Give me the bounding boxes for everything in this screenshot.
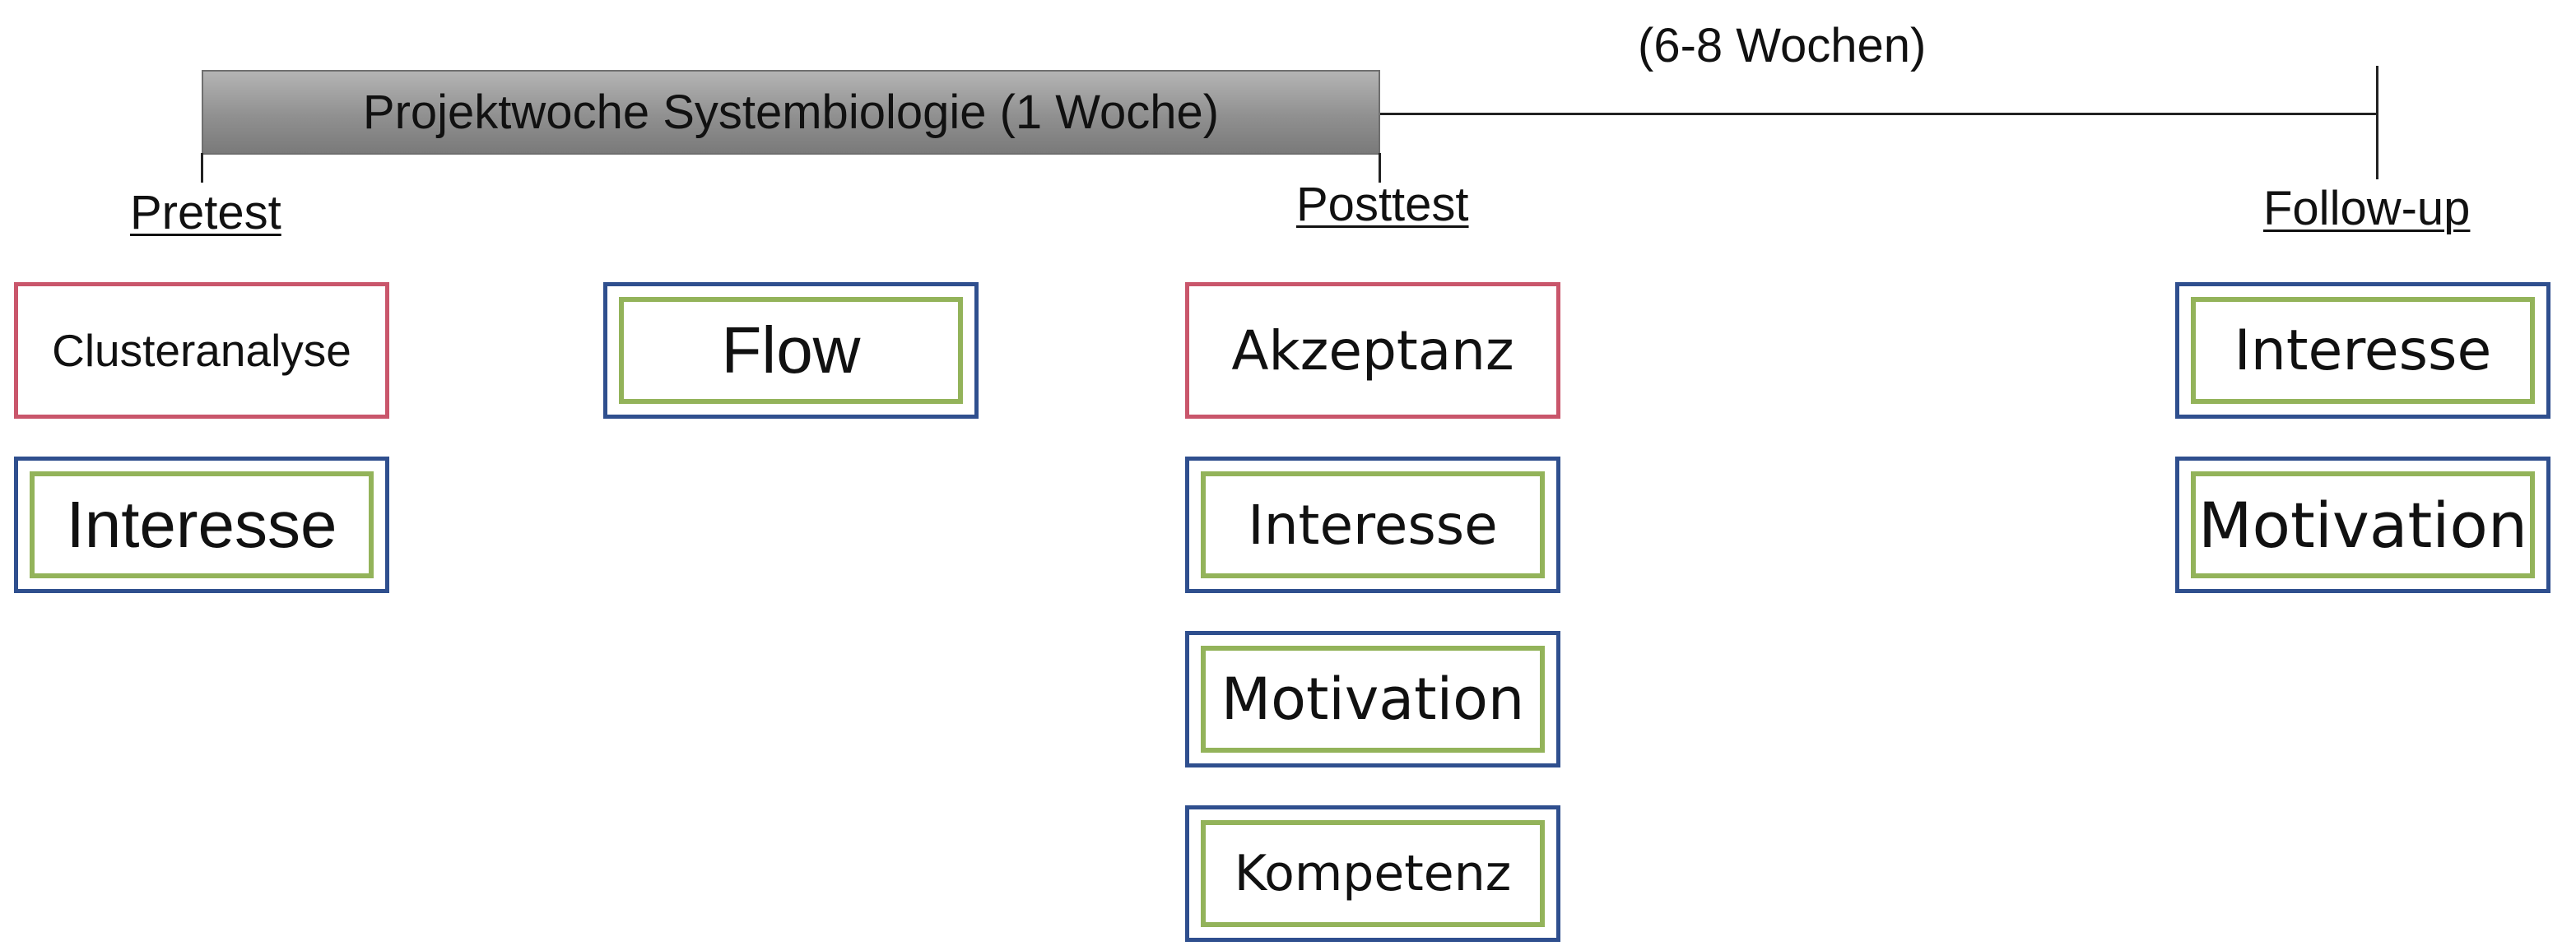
posttest-tick [1379,153,1381,183]
pretest-label: Pretest [130,186,281,239]
box-label: Motivation [1221,665,1525,733]
followup-interval-line [1380,113,2378,115]
followup-label: Follow-up [2263,182,2471,235]
box-label: Motivation [2197,488,2528,562]
inner-frame: Interesse [30,471,374,578]
inner-frame: Interesse [1201,471,1545,578]
inner-frame: Kompetenz [1201,820,1545,927]
box-label: Interesse [66,488,337,561]
posttest-label: Posttest [1296,178,1469,231]
box-label: Interesse [2234,318,2492,383]
posttest-kompetenz-box: Kompetenz [1185,805,1560,942]
box-label: Interesse [1248,493,1498,557]
posttest-akzeptanz-box: Akzeptanz [1185,282,1560,419]
followup-interesse-box: Interesse [2175,282,2550,419]
flow-box: Flow [603,282,979,419]
inner-frame: Interesse [2191,297,2535,404]
pretest-interesse-box: Interesse [14,457,389,593]
inner-frame: Flow [619,297,963,404]
project-week-bar: Projektwoche Systembiologie (1 Woche) [202,70,1380,155]
box-label: Flow [721,313,861,387]
inner-frame: Motivation [2191,471,2535,578]
followup-tick [2376,66,2378,179]
followup-motivation-box: Motivation [2175,457,2550,593]
inner-frame: Motivation [1201,646,1545,753]
box-label: Kompetenz [1234,845,1512,902]
pretest-clusteranalyse-box: Clusteranalyse [14,282,389,419]
pretest-tick [201,153,203,183]
posttest-interesse-box: Interesse [1185,457,1560,593]
posttest-motivation-box: Motivation [1185,631,1560,767]
box-label: Akzeptanz [1231,318,1514,383]
box-label: Clusteranalyse [52,325,351,376]
project-week-label: Projektwoche Systembiologie (1 Woche) [362,86,1220,139]
duration-label: (6-8 Wochen) [1638,19,1927,72]
